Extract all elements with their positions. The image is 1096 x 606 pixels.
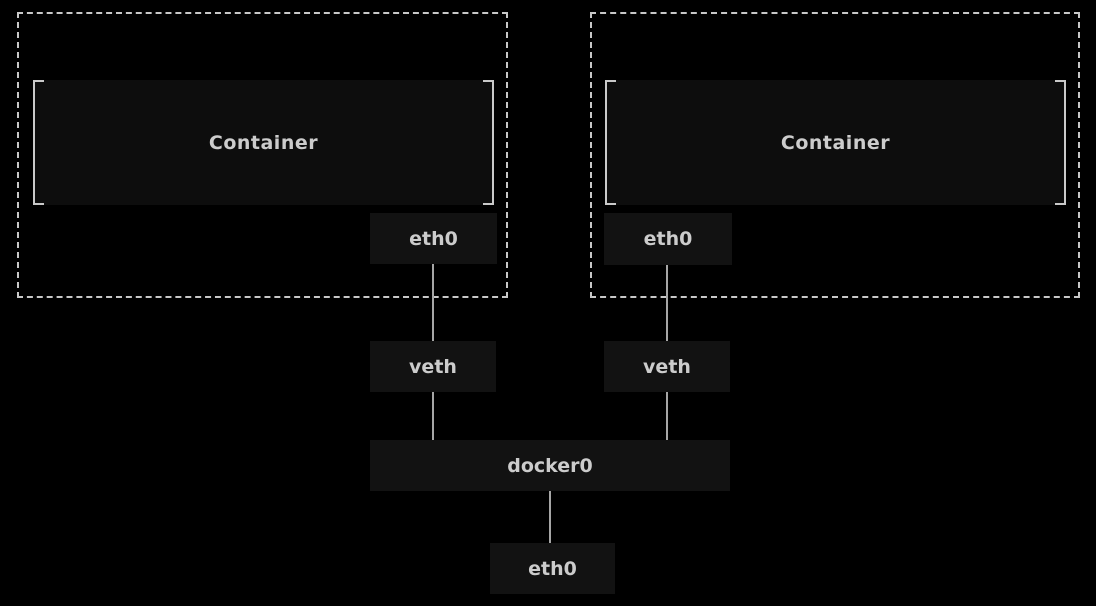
veth-node-left: veth [370,341,496,392]
connector-veth-to-docker0-left [432,392,434,440]
veth-node-right: veth [604,341,730,392]
container-label-right: Container [780,131,891,154]
network-namespace-right: Container eth0 [590,12,1080,298]
container-node-left: Container [33,80,494,205]
bracket-right-icon [1055,80,1066,205]
eth0-node-right: eth0 [604,213,732,265]
docker0-bridge-node: docker0 [370,440,730,491]
bracket-left-icon [605,80,616,205]
connector-veth-to-docker0-right [666,392,668,440]
eth0-node-left: eth0 [370,213,497,264]
connector-eth0-to-veth-right [666,264,668,342]
bracket-right-icon [483,80,494,205]
connector-eth0-to-veth-left [432,263,434,342]
connector-docker0-to-host-eth0 [549,491,551,543]
bracket-left-icon [33,80,44,205]
container-node-right: Container [605,80,1066,205]
network-namespace-left: Container eth0 [17,12,508,298]
host-eth0-node: eth0 [490,543,615,594]
container-label-left: Container [208,131,319,154]
